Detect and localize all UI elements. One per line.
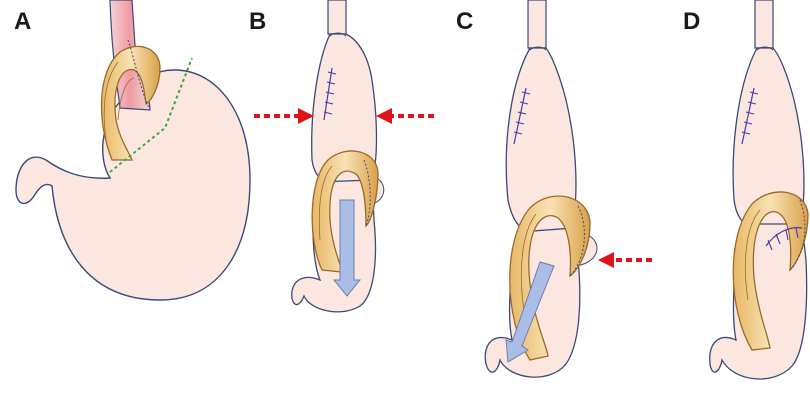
panel-c-diagram <box>485 0 652 377</box>
red-dashed-arrow-icon <box>254 108 314 124</box>
red-dashed-arrow-icon <box>598 252 652 268</box>
panel-b-diagram <box>254 0 434 312</box>
panel-a-diagram <box>16 0 250 300</box>
panel-d-diagram <box>710 0 808 379</box>
red-dashed-arrow-icon <box>376 108 434 124</box>
